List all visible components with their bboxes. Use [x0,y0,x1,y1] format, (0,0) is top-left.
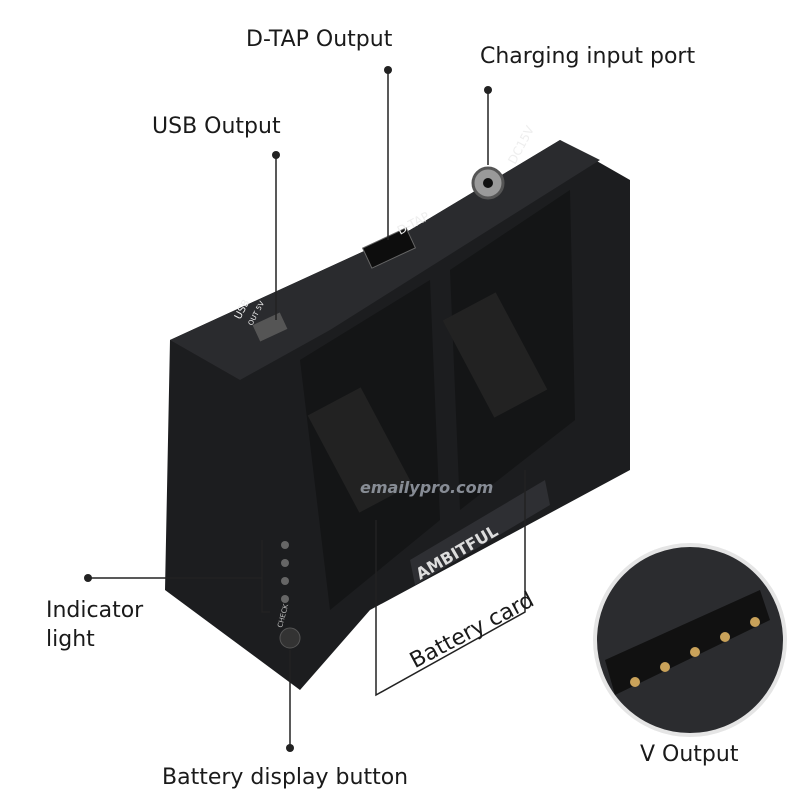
label-sticker-left [307,387,413,513]
indicator-lights [281,541,289,603]
v-output-connector [605,590,770,695]
label-sticker-right [442,292,548,418]
watermark: emailypro.com [360,478,494,497]
indicator-light-label-line2: light [46,627,95,652]
brand-plate [410,480,550,585]
dtap-port [361,227,417,269]
v-output-label: V Output [640,742,739,767]
dtap-output-label: D-TAP Output [246,27,393,52]
dc-port-hole [483,178,493,188]
usb-port [252,312,288,342]
callout-lines [88,70,526,748]
indicator-light-label-line1: Indicator [46,598,144,623]
charging-input-port-label: Charging input port [480,44,696,69]
battery-display-button[interactable] [279,627,301,649]
v-output-pins [630,617,760,687]
usb-output-label: USB Output [152,114,281,139]
battery-display-button-label: Battery display button [162,765,409,790]
callout-dots [84,66,492,752]
